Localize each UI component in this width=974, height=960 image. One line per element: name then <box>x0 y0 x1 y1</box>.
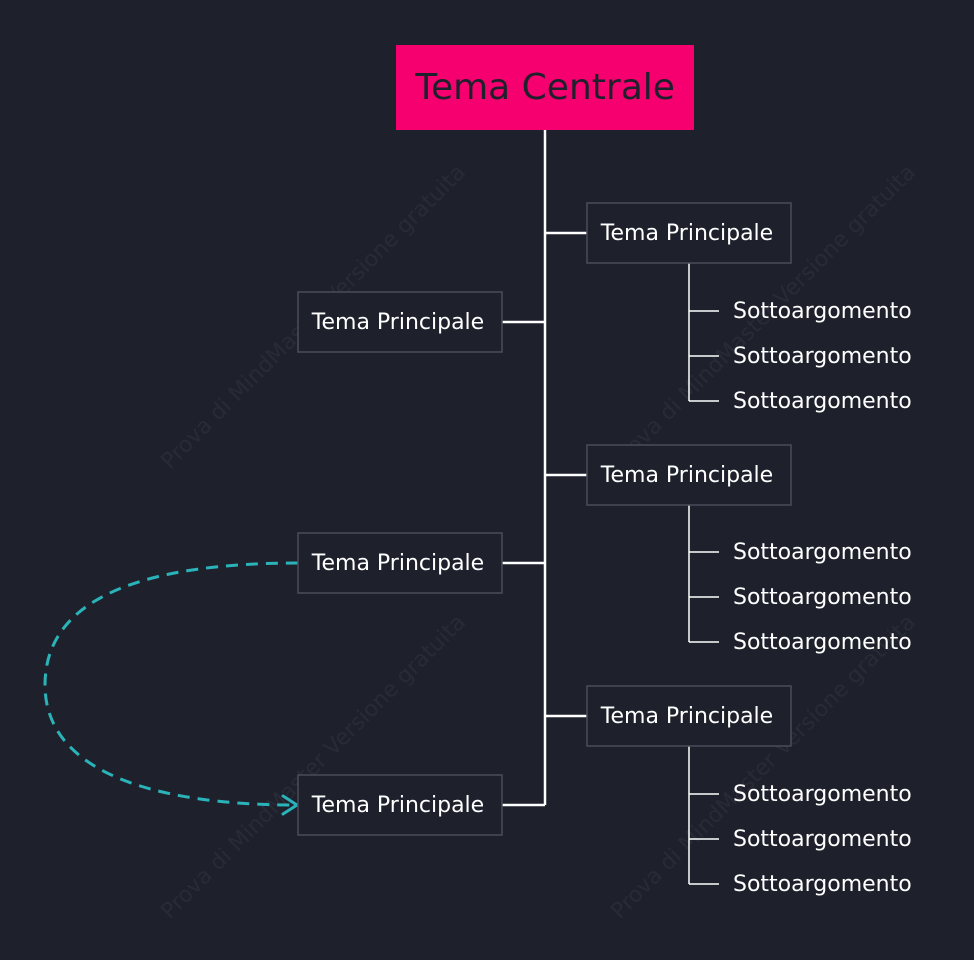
main-topic-box[interactable] <box>586 685 792 747</box>
subtopics-group-1: Sottoargomento Sottoargomento Sottoargom… <box>733 299 912 414</box>
main-topic-label: Tema Principale <box>600 221 773 246</box>
main-topic-left-2[interactable]: Tema Principale <box>297 532 503 594</box>
main-topic-left-3[interactable]: Tema Principale <box>297 774 503 836</box>
subtopic-label[interactable]: Sottoargomento <box>733 585 912 610</box>
subtopic-label[interactable]: Sottoargomento <box>733 782 912 807</box>
subtopic-label[interactable]: Sottoargomento <box>733 344 912 369</box>
arrowhead-icon <box>281 794 299 816</box>
main-topic-label: Tema Principale <box>311 793 484 818</box>
main-topic-box[interactable] <box>586 444 792 506</box>
subtopics-group-2: Sottoargomento Sottoargomento Sottoargom… <box>733 540 912 655</box>
central-topic-label: Tema Centrale <box>414 67 675 108</box>
main-topic-right-1[interactable]: Tema Principale <box>586 202 792 264</box>
central-topic[interactable]: Tema Centrale <box>396 45 694 130</box>
central-topic-box[interactable] <box>396 45 694 130</box>
subtopic-label[interactable]: Sottoargomento <box>733 389 912 414</box>
subtopic-label[interactable]: Sottoargomento <box>733 540 912 565</box>
main-topic-right-2[interactable]: Tema Principale <box>586 444 792 506</box>
main-topic-box[interactable] <box>297 291 503 353</box>
main-topic-box[interactable] <box>297 774 503 836</box>
subtopic-label[interactable]: Sottoargomento <box>733 299 912 324</box>
subtopic-lines <box>688 263 719 885</box>
subtopic-label[interactable]: Sottoargomento <box>733 827 912 852</box>
connector-lines <box>502 130 587 807</box>
subtopics-group-3: Sottoargomento Sottoargomento Sottoargom… <box>733 782 912 897</box>
main-topic-label: Tema Principale <box>600 463 773 488</box>
main-topic-right-3[interactable]: Tema Principale <box>586 685 792 747</box>
relationship-curve[interactable] <box>43 561 299 807</box>
main-topic-left-1[interactable]: Tema Principale <box>297 291 503 353</box>
main-topic-label: Tema Principale <box>600 704 773 729</box>
main-topic-label: Tema Principale <box>311 310 484 335</box>
main-topic-box[interactable] <box>586 202 792 264</box>
relationship-connector[interactable] <box>43 561 299 816</box>
main-topic-label: Tema Principale <box>311 551 484 576</box>
subtopic-label[interactable]: Sottoargomento <box>733 630 912 655</box>
main-topic-box[interactable] <box>297 532 503 594</box>
subtopic-label[interactable]: Sottoargomento <box>733 872 912 897</box>
watermark-text: Prova di MindMaster Versione gratuita <box>157 610 471 924</box>
